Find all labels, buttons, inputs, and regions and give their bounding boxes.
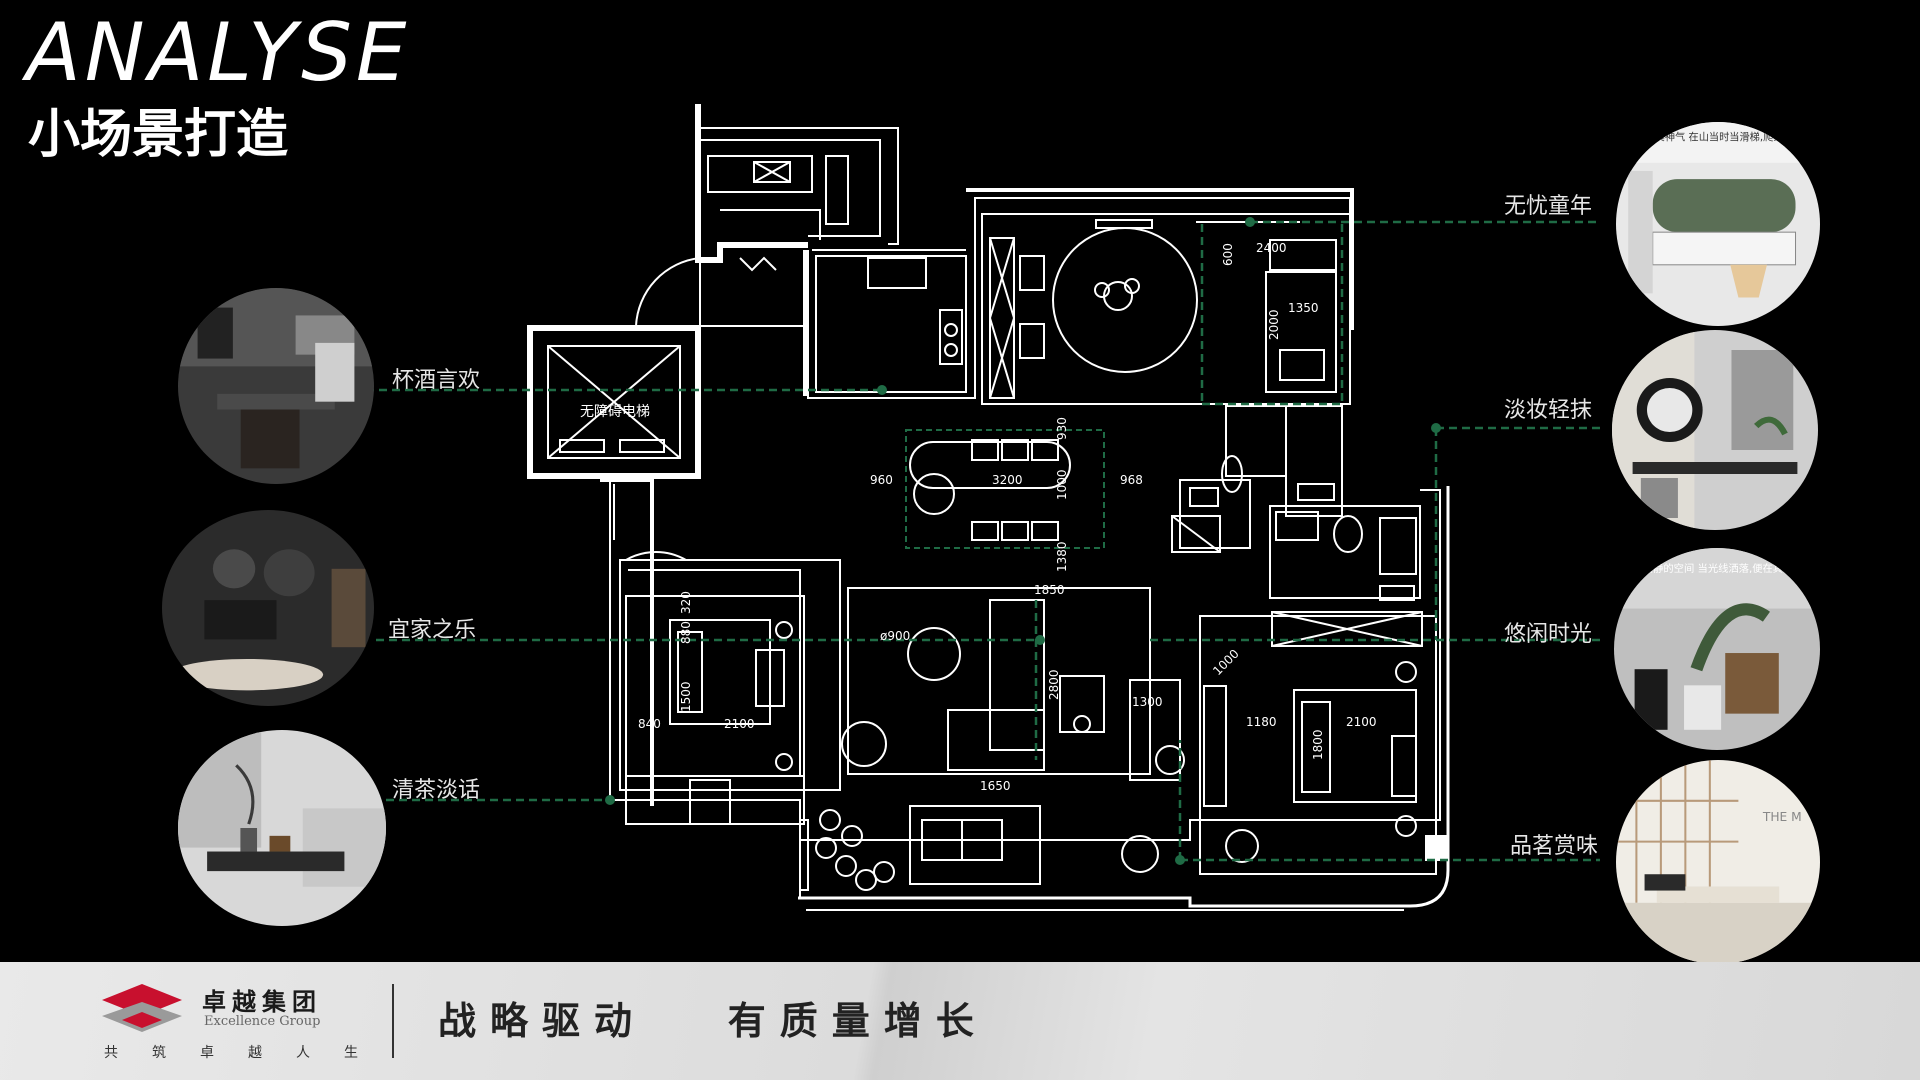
dim-text: 1180 xyxy=(1246,715,1277,729)
tea-caption: THE M xyxy=(1762,810,1802,824)
page-title-en: ANALYSE xyxy=(26,6,411,99)
brand-name-en: Excellence Group xyxy=(204,1014,321,1029)
page-title-cn: 小场景打造 xyxy=(28,105,289,165)
scene-label-left-1: 杯酒言欢 xyxy=(392,368,481,393)
dim-text: 2400 xyxy=(1256,241,1287,255)
dim-text: 1850 xyxy=(1034,583,1065,597)
scene-label-left-2: 宜家之乐 xyxy=(388,618,477,643)
dim-text: 840 xyxy=(638,717,661,731)
tea-tasting-photo: THE M xyxy=(1616,760,1820,964)
scene-label-right-3: 悠闲时光 xyxy=(1504,622,1593,647)
dim-text: 1650 xyxy=(980,779,1011,793)
dim-text: ø900 xyxy=(880,629,910,643)
dim-text: 1300 xyxy=(1132,695,1163,709)
dim-text: 1000 xyxy=(1210,647,1241,678)
dim-text: 880 xyxy=(679,621,693,644)
dim-text: 1000 xyxy=(1055,469,1069,500)
footer-divider xyxy=(392,984,394,1058)
brand-motto: 共筑卓越人生 xyxy=(104,1045,392,1061)
leisure-caption: 安静的空间 当光线洒落,便在其中 xyxy=(1643,562,1794,575)
dim-text: 1500 xyxy=(679,681,693,712)
dim-text: 2000 xyxy=(1267,309,1281,340)
dim-text: 2100 xyxy=(724,717,755,731)
dim-text: 1350 xyxy=(1288,301,1319,315)
dim-text: 968 xyxy=(1120,473,1143,487)
dim-text: 600 xyxy=(1221,243,1235,266)
tea-scene-photo xyxy=(178,730,386,926)
dim-text: 3200 xyxy=(992,473,1023,487)
floor-plan: 无障碍电梯 2400 600 1350 2000 960 3200 968 10… xyxy=(334,104,1600,911)
brand-name-cn: 卓越集团 xyxy=(202,987,322,1016)
excellence-group-logo xyxy=(102,984,182,1032)
dim-text: 960 xyxy=(870,473,893,487)
dressing-photo xyxy=(1612,330,1818,530)
family-scene-photo xyxy=(162,510,374,706)
dim-text: 1800 xyxy=(1311,729,1325,760)
dim-text: 1380 xyxy=(1055,541,1069,572)
footer-slogan: 战略驱动 有质量增长 xyxy=(438,998,988,1043)
leisure-photo: 安静的空间 当光线洒落,便在其中 xyxy=(1614,548,1820,750)
scene-label-right-2: 淡妆轻抹 xyxy=(1504,398,1593,423)
dim-text: 2100 xyxy=(1346,715,1377,729)
scene-label-left-3: 清茶淡话 xyxy=(392,778,481,803)
elevator-label: 无障碍电梯 xyxy=(580,404,650,420)
scene-label-right-4: 品茗赏味 xyxy=(1510,834,1599,859)
scene-label-right-1: 无忧童年 xyxy=(1504,194,1593,219)
dim-text: 320 xyxy=(679,591,693,614)
wine-scene-photo xyxy=(178,288,374,484)
dim-text: 2800 xyxy=(1047,669,1061,700)
footer-bar: 卓越集团 Excellence Group 共筑卓越人生 战略驱动 有质量增长 xyxy=(0,962,1920,1080)
child-room-photo: 动真神气 在山当时当滑梯,爬到山顶笑... xyxy=(1616,122,1820,326)
dim-text: 930 xyxy=(1055,417,1069,440)
